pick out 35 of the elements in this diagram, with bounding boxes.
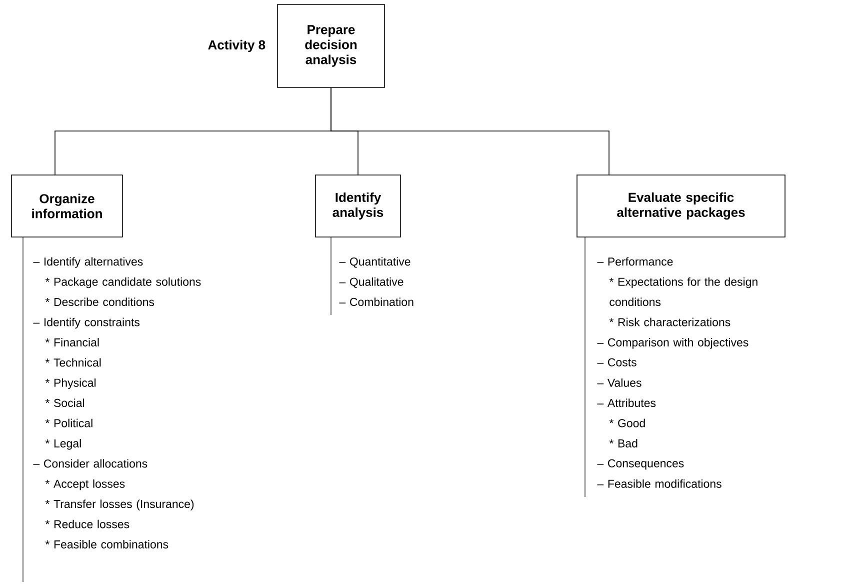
list-item: * Risk characterizations [609,318,730,326]
list-item: * Package candidate solutions [45,277,201,288]
list-item: * Social [45,398,84,408]
list-item: – Performance [597,257,673,266]
list-item: * Expectations for the design conditions [609,277,758,306]
list-item: – Consider allocations [33,459,148,468]
list-item: – Quantitative [339,257,410,268]
process-box: Organize information [11,174,123,238]
list-item: * Reduce losses [45,520,130,528]
list-item: – Comparison with objectives [597,338,748,349]
list-item: – Feasible modifications [597,479,722,488]
list-item: * Feasible combinations [45,540,168,548]
list-item: – Combination [339,298,414,306]
list-item: * Good [609,418,645,428]
activity-label: Activity 8 [208,40,266,52]
list-item: – Identify alternatives [33,257,143,268]
list-item: * Accept losses [45,479,125,490]
list-item: – Consequences [597,459,684,470]
list-item: – Identify constraints [33,318,140,329]
list-item: – Attributes [597,398,656,408]
list-item: – Qualitative [339,277,404,288]
list-item: * Describe conditions [45,298,154,306]
list-item: – Values [597,378,642,387]
list-item: * Financial [45,338,99,346]
list-item: * Political [45,418,92,428]
process-box: Evaluate specific alternative packages [576,174,786,238]
process-box: Prepare decision analysis [277,4,385,88]
list-item: * Legal [45,439,81,450]
process-box: Identify analysis [315,174,401,238]
connector-line [330,88,610,175]
list-item: * Physical [45,378,96,390]
list-item: * Technical [45,358,101,367]
list-item: * Transfer losses (Insurance) [45,500,194,510]
list-item: * Bad [609,439,638,448]
list-item: – Costs [597,358,636,366]
